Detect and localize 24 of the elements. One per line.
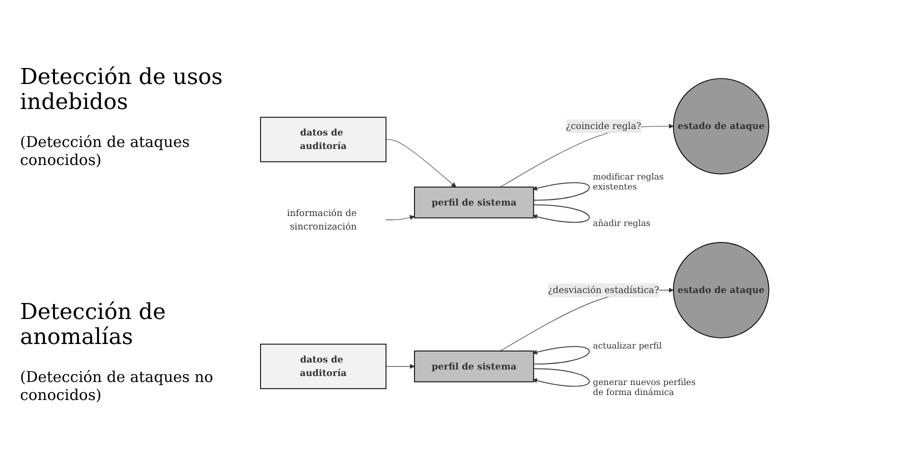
node-box: perfil de sistema xyxy=(414,186,534,218)
section-heading: Detección de anomalías xyxy=(20,300,167,350)
edge-label: añadir reglas xyxy=(592,218,650,229)
section-note: (Detección de ataques conocidos) xyxy=(20,133,191,170)
node-circle: estado de ataque xyxy=(672,242,770,338)
node-box: perfil de sistema xyxy=(414,350,534,382)
node-text: información de sincronización xyxy=(287,206,357,232)
edge-label: actualizar perfil xyxy=(592,340,662,351)
arrow xyxy=(386,214,415,220)
edge-label: ¿desviación estadística? xyxy=(548,284,660,295)
loop-arrow xyxy=(532,182,590,200)
section-heading: Detección de usos indebidos xyxy=(20,65,224,116)
loop-arrow xyxy=(532,368,590,386)
arrow xyxy=(386,138,456,187)
node-box: datos de auditoría xyxy=(260,343,386,389)
arrow xyxy=(386,363,415,368)
loop-arrow xyxy=(532,346,590,364)
node-circle: estado de ataque xyxy=(672,78,770,174)
section-note: (Detección de ataques no conocidos) xyxy=(20,368,214,404)
loop-arrow xyxy=(532,204,590,222)
edge-label: generar nuevos perfiles de forma dinámica xyxy=(592,377,696,398)
node-box: datos de auditoría xyxy=(260,116,386,162)
edge-label: modificar reglas existentes xyxy=(592,172,664,192)
edge-label: ¿coincide regla? xyxy=(566,120,642,131)
